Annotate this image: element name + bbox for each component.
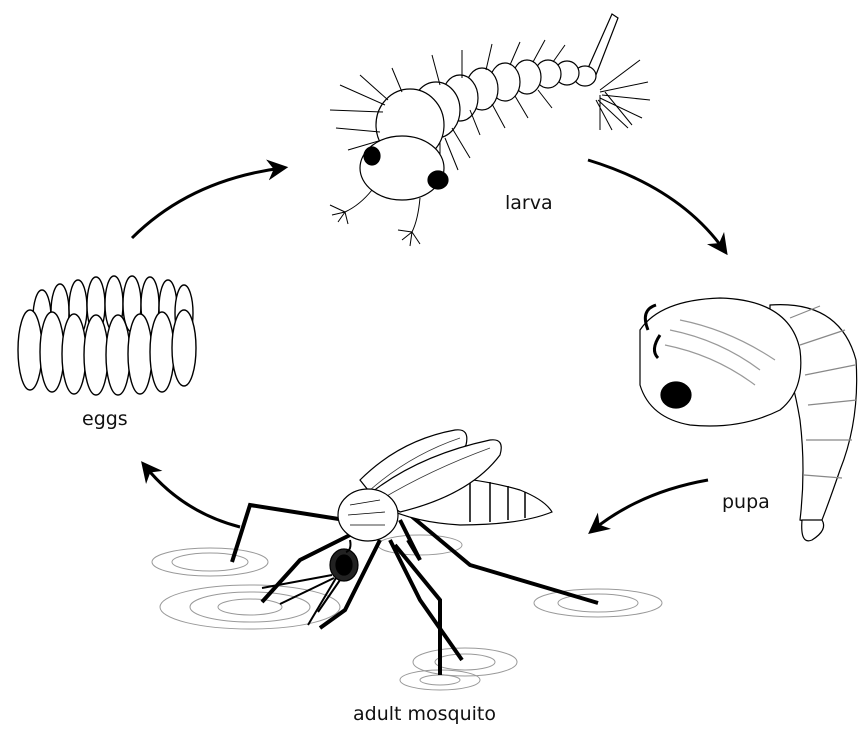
label-adult-mosquito: adult mosquito [353,703,496,725]
label-larva: larva [505,192,553,214]
arrow-larva-to-pupa [588,160,724,250]
arrow-pupa-to-adult [593,480,708,530]
arrow-adult-to-eggs [145,466,240,527]
eggs-illustration [18,276,196,395]
label-eggs: eggs [82,408,128,430]
larva-illustration [330,14,650,246]
arrow-eggs-to-larva [132,168,282,238]
adult-mosquito-illustration [152,430,662,690]
label-pupa: pupa [722,491,770,513]
